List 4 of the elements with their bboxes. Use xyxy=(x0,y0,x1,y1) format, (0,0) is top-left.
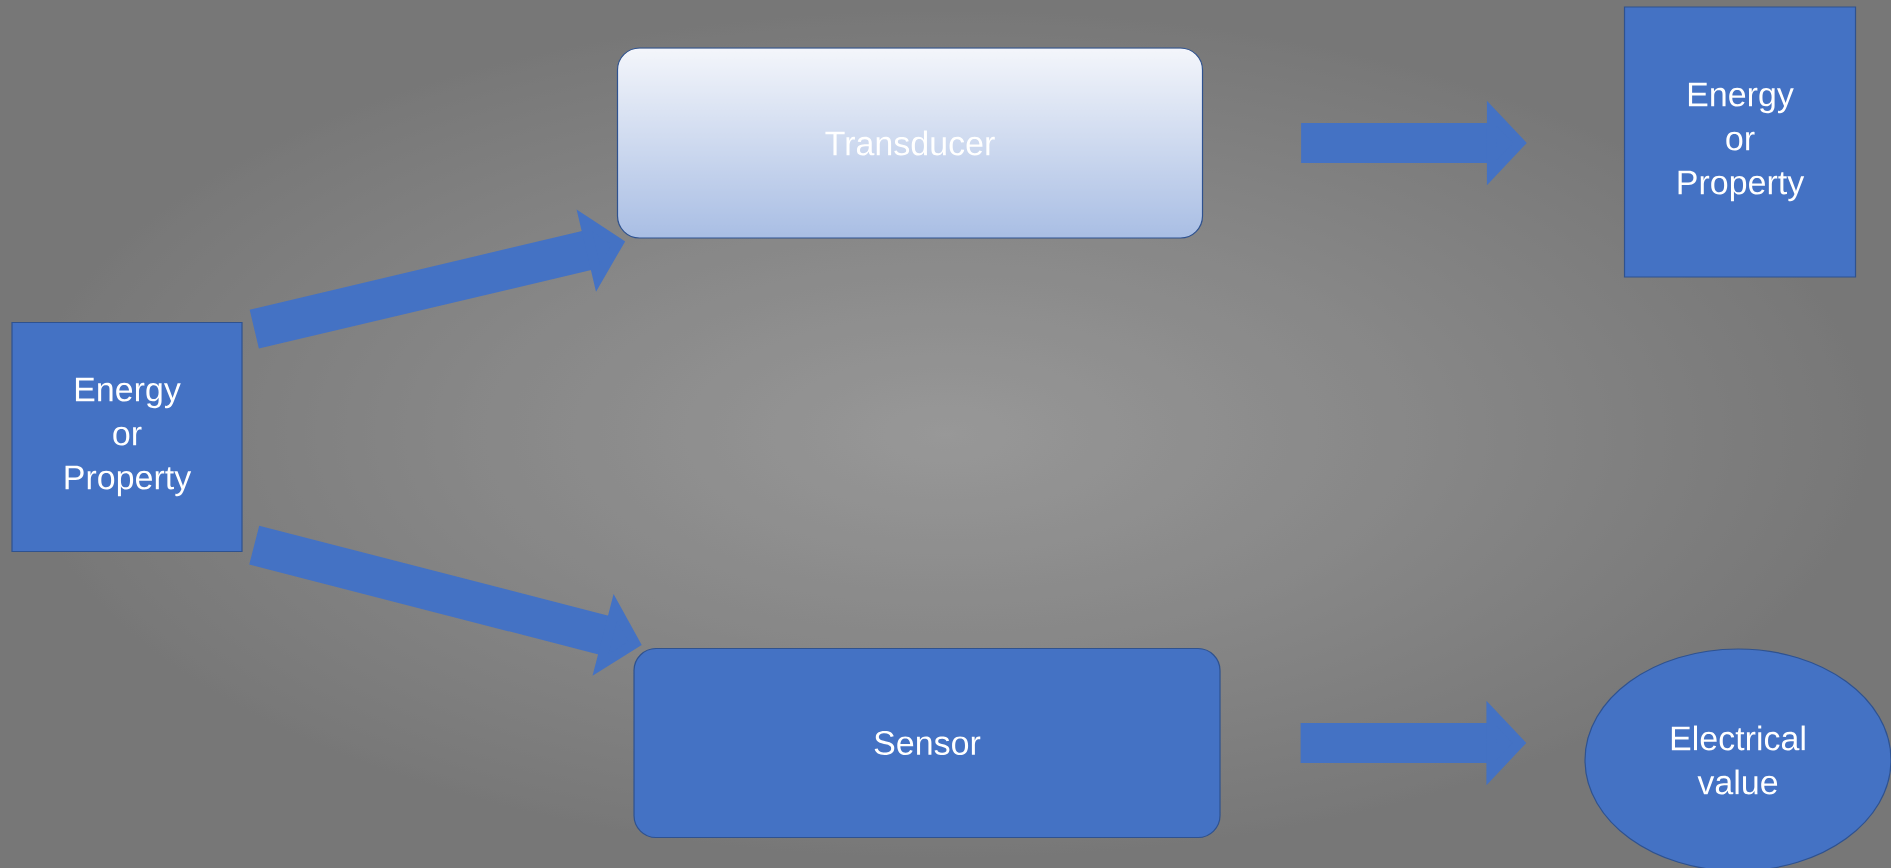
process-box: Energy or Property xyxy=(1623,6,1857,278)
process-box: Energy or Property xyxy=(11,321,243,553)
rounded-box: Sensor xyxy=(633,647,1221,839)
ellipse-node: Electrical value xyxy=(1584,648,1891,868)
